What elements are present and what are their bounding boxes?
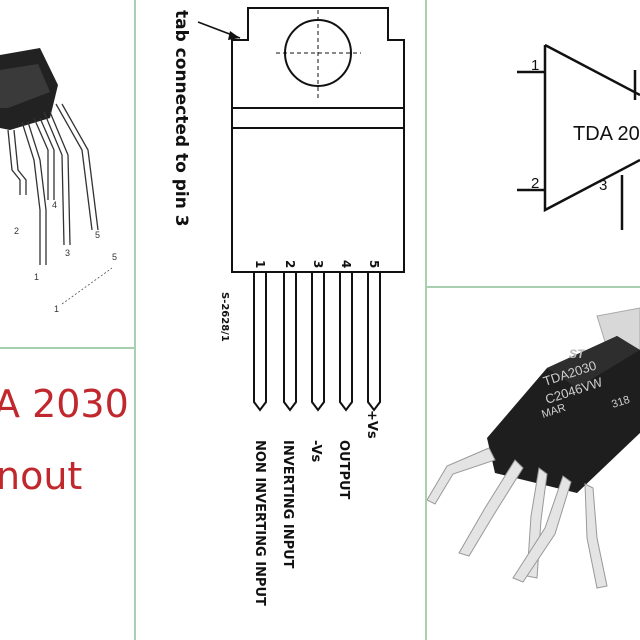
sketch-dim-line [61,267,113,305]
pin-function-label: NON INVERTING INPUT [252,440,267,606]
schematic-panel: 1 2 3 TDA 20 [427,0,640,286]
pin-number: 3 [311,260,325,268]
pin-4 [339,272,353,412]
sketch-pin-label: 4 [52,200,57,210]
pin-function-label: OUTPUT [336,440,351,500]
pin-5 [367,272,381,412]
divider-v-left [134,0,136,640]
pin-function-label: +Vs [364,410,379,439]
pin-number: 5 [367,260,381,268]
photo-leads [427,447,608,589]
pin-function-label: -Vs [308,440,323,463]
amplifier-symbol: 1 2 3 TDA 20 [517,43,640,230]
pin-number: 4 [339,260,353,268]
package-drawing-panel: tab connected to pin 3 S-2628/1 1 2 3 4 … [136,0,425,640]
photo-logo: ST [569,347,586,361]
divider-h-right [426,286,640,288]
title-panel: A 2030 nout [0,349,134,640]
photo-marking-line: 318 [610,394,631,411]
pin-number: 1 [253,260,267,268]
schematic-pin-number: 2 [531,175,539,192]
pin-sketch-drawing: 2 3 4 5 1 5 1 [0,48,117,314]
pin-1 [253,272,267,412]
pin-number: 2 [283,260,297,268]
amplifier-triangle [543,43,640,213]
package-body [231,107,405,273]
title-line-2: nout [0,454,83,498]
pin-sketch-panel: 2 3 4 5 1 5 1 [0,0,134,347]
sketch-pin-label: 3 [65,248,70,258]
chip-photo-panel: ST TDA2030 C2046VW MAR 318 [427,288,640,640]
sketch-pin-label: 1 [34,272,39,282]
chip-photo: ST TDA2030 C2046VW MAR 318 [427,307,640,589]
sketch-pin-label: 2 [14,226,19,236]
drawing-code: S-2628/1 [219,292,230,342]
pin-2 [283,272,297,412]
package-outline: tab connected to pin 3 S-2628/1 1 2 3 4 … [171,7,405,606]
divider-h-left [0,347,135,349]
sketch-leads [7,103,99,265]
schematic-pin-number: 3 [599,177,607,194]
pin-3 [311,272,325,412]
pin-function-label: INVERTING INPUT [280,440,295,569]
title-line-1: A 2030 [0,382,129,426]
photo-chip-body [487,336,640,493]
schematic-chip-label: TDA 20 [573,123,640,145]
sketch-pin-label: 1 [54,304,59,314]
sketch-pin-label: 5 [112,252,117,262]
package-tab [231,7,405,109]
tab-note-text: tab connected to pin 3 [171,10,191,227]
sketch-pin-label: 5 [95,230,100,240]
schematic-pin-number: 1 [531,57,539,74]
divider-v-right [425,0,427,640]
